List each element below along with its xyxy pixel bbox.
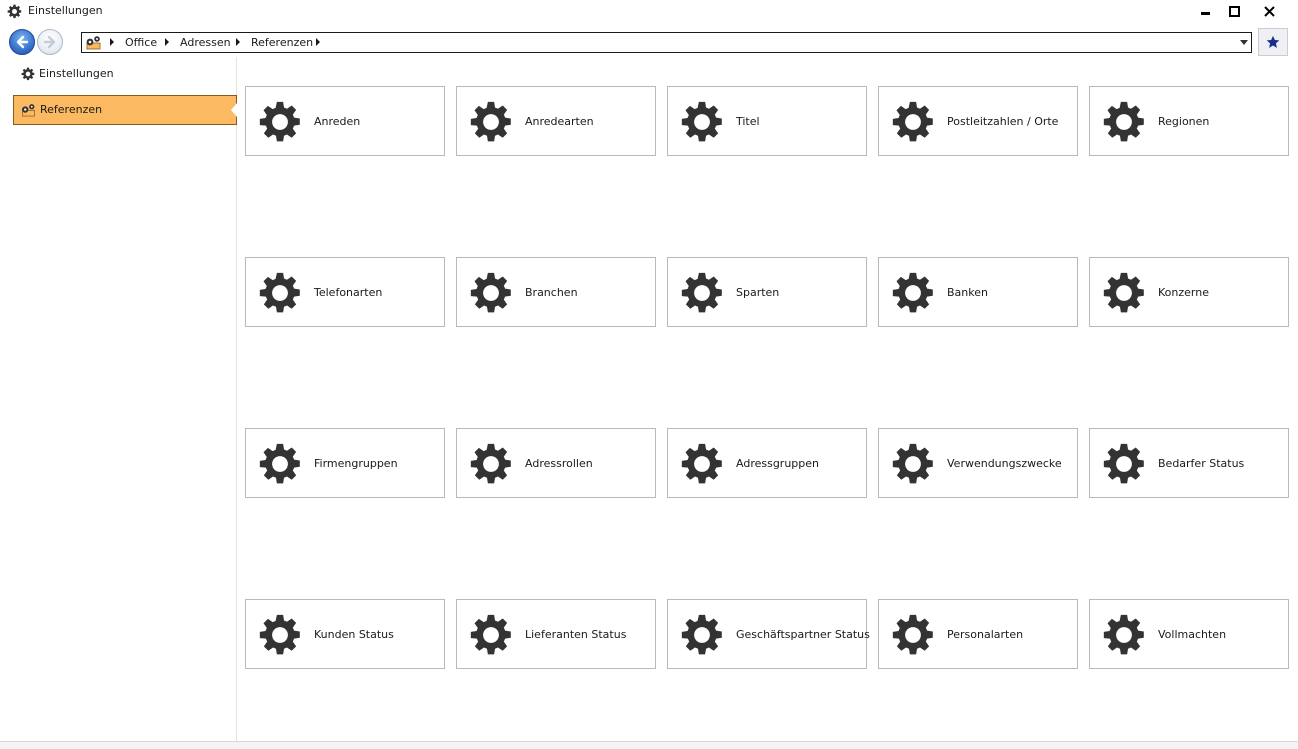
tile-label: Adressgruppen: [736, 457, 820, 470]
reference-tile[interactable]: Verwendungszwecke: [878, 428, 1078, 498]
gear-icon: [1103, 443, 1144, 484]
arrow-left-icon: [16, 35, 29, 49]
references-icon: [22, 104, 35, 117]
tile-label: Verwendungszwecke: [947, 457, 1062, 470]
back-button[interactable]: [9, 29, 35, 55]
address-dropdown-icon[interactable]: [1240, 40, 1248, 45]
gear-icon: [892, 443, 933, 484]
gear-icon: [1103, 101, 1144, 142]
reference-tile[interactable]: Titel: [667, 86, 867, 156]
reference-tile[interactable]: Lieferanten Status: [456, 599, 656, 669]
minimize-icon: [1201, 12, 1210, 15]
reference-tile[interactable]: Telefonarten: [245, 257, 445, 327]
selection-indicator: [231, 103, 237, 117]
gear-icon: [681, 614, 722, 655]
tile-label: Bedarfer Status: [1158, 457, 1245, 470]
gear-icon: [259, 614, 300, 655]
sidebar-item-referenzen[interactable]: Referenzen: [13, 95, 237, 125]
tile-label: Banken: [947, 286, 988, 299]
reference-tile[interactable]: Firmengruppen: [245, 428, 445, 498]
tile-label: Firmengruppen: [314, 457, 398, 470]
gear-icon: [259, 443, 300, 484]
reference-tile[interactable]: Postleitzahlen / Orte: [878, 86, 1078, 156]
sidebar-item-label: Einstellungen: [39, 67, 114, 80]
tile-label: Anredearten: [525, 115, 594, 128]
forward-button[interactable]: [37, 29, 63, 55]
window-bottom-border: [0, 741, 1298, 749]
tile-label: Kunden Status: [314, 628, 394, 641]
gear-icon: [470, 443, 511, 484]
reference-tile[interactable]: Vollmachten: [1089, 599, 1289, 669]
breadcrumb-adressen[interactable]: Adressen: [180, 36, 231, 49]
breadcrumb-separator[interactable]: [165, 38, 169, 46]
gear-icon: [7, 4, 22, 19]
title-bar: Einstellungen: [0, 0, 1298, 24]
gear-icon: [259, 272, 300, 313]
tile-label: Titel: [736, 115, 760, 128]
gear-icon: [892, 101, 933, 142]
tile-label: Sparten: [736, 286, 780, 299]
references-icon: [86, 36, 101, 50]
reference-tile[interactable]: Branchen: [456, 257, 656, 327]
reference-tile[interactable]: Personalarten: [878, 599, 1078, 669]
reference-tile[interactable]: Kunden Status: [245, 599, 445, 669]
reference-tile[interactable]: Geschäftspartner Status: [667, 599, 870, 669]
tile-label: Konzerne: [1158, 286, 1209, 299]
star-icon: [1266, 35, 1280, 48]
tile-label: Branchen: [525, 286, 578, 299]
reference-tile[interactable]: Konzerne: [1089, 257, 1289, 327]
tile-label: Vollmachten: [1158, 628, 1227, 641]
reference-tile[interactable]: Regionen: [1089, 86, 1289, 156]
sidebar-item-label: Referenzen: [40, 103, 103, 116]
navigation-bar: Office Adressen Referenzen: [0, 28, 1298, 56]
address-bar[interactable]: Office Adressen Referenzen: [81, 32, 1252, 53]
window-title: Einstellungen: [28, 4, 103, 17]
breadcrumb-separator[interactable]: [110, 38, 114, 46]
gear-icon: [681, 101, 722, 142]
maximize-button[interactable]: [1217, 0, 1251, 22]
arrow-right-icon: [43, 35, 56, 49]
breadcrumb-office[interactable]: Office: [125, 36, 158, 49]
tile-label: Telefonarten: [314, 286, 383, 299]
breadcrumb-separator[interactable]: [236, 38, 240, 46]
sidebar-item-einstellungen[interactable]: Einstellungen: [13, 60, 237, 88]
reference-tile[interactable]: Adressgruppen: [667, 428, 867, 498]
tile-label: Lieferanten Status: [525, 628, 627, 641]
tile-label: Adressrollen: [525, 457, 593, 470]
sidebar: Einstellungen Referenzen: [7, 57, 237, 741]
tile-label: Anreden: [314, 115, 361, 128]
breadcrumb-referenzen[interactable]: Referenzen: [251, 36, 314, 49]
tile-label: Personalarten: [947, 628, 1024, 641]
reference-tile[interactable]: Bedarfer Status: [1089, 428, 1289, 498]
reference-tile[interactable]: Anredearten: [456, 86, 656, 156]
favorite-button[interactable]: [1258, 28, 1288, 56]
close-button[interactable]: [1252, 0, 1286, 22]
reference-tile[interactable]: Anreden: [245, 86, 445, 156]
gear-icon: [1103, 272, 1144, 313]
gear-icon: [470, 101, 511, 142]
gear-icon: [892, 272, 933, 313]
tile-label: Regionen: [1158, 115, 1210, 128]
gear-icon: [681, 443, 722, 484]
maximize-icon: [1228, 5, 1240, 17]
gear-icon: [681, 272, 722, 313]
reference-tile[interactable]: Banken: [878, 257, 1078, 327]
close-icon: [1263, 5, 1275, 17]
tile-label: Geschäftspartner Status: [736, 628, 870, 641]
tile-label: Postleitzahlen / Orte: [947, 115, 1059, 128]
breadcrumb-separator[interactable]: [316, 38, 320, 46]
gear-icon: [259, 101, 300, 142]
gear-icon: [892, 614, 933, 655]
reference-tile[interactable]: Sparten: [667, 257, 867, 327]
gear-icon: [21, 67, 35, 81]
gear-icon: [470, 272, 511, 313]
gear-icon: [1103, 614, 1144, 655]
gear-icon: [470, 614, 511, 655]
reference-tile[interactable]: Adressrollen: [456, 428, 656, 498]
tile-grid: Anreden Anredearten Titel Postleitzahlen…: [238, 57, 1298, 741]
minimize-button[interactable]: [1189, 0, 1223, 22]
